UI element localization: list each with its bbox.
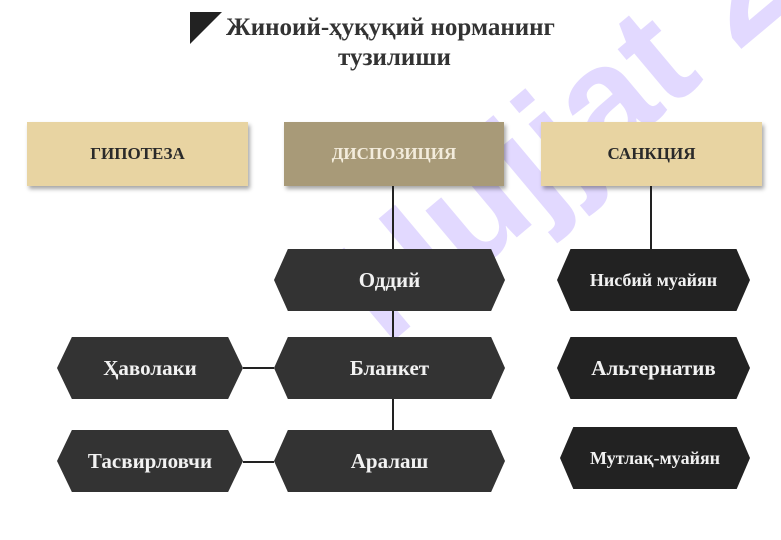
connector-tasvirlovchi (243, 461, 274, 463)
hex-label: Ҳаволаки (103, 355, 197, 380)
header-disposition: ДИСПОЗИЦИЯ (284, 122, 504, 186)
connector-havolaki (243, 367, 274, 369)
hex-blanket: Бланкет (274, 337, 505, 399)
hex-label: Бланкет (349, 355, 430, 380)
hex-alternativ: Альтернатив (557, 337, 750, 399)
header-sanction: САНКЦИЯ (541, 122, 762, 186)
connector-sanction (650, 186, 652, 249)
title-line-2: тузилиши (338, 44, 451, 71)
hex-havolaki: Ҳаволаки (57, 337, 243, 399)
hex-label: Оддий (358, 267, 421, 292)
hex-oddiy: Оддий (274, 249, 505, 311)
hex-aralash: Аралаш (274, 430, 505, 492)
title-line-1: Жиноий-ҳуқуқий норманинг (226, 14, 555, 41)
hex-label: Альтернатив (591, 355, 716, 380)
hex-label: Мутлақ-муайян (589, 447, 721, 468)
hex-mutlaq-muayyan: Мутлақ-муайян (560, 427, 750, 489)
hex-tasvirlovchi: Тасвирловчи (57, 430, 243, 492)
hex-nisbiy-muayyan: Нисбий муайян (557, 249, 750, 311)
header-hypothesis: ГИПОТЕЗА (27, 122, 248, 186)
hex-label: Аралаш (350, 448, 429, 473)
hex-label: Нисбий муайян (589, 269, 718, 290)
hex-label: Тасвирловчи (87, 448, 213, 473)
title-triangle-icon (190, 12, 222, 44)
